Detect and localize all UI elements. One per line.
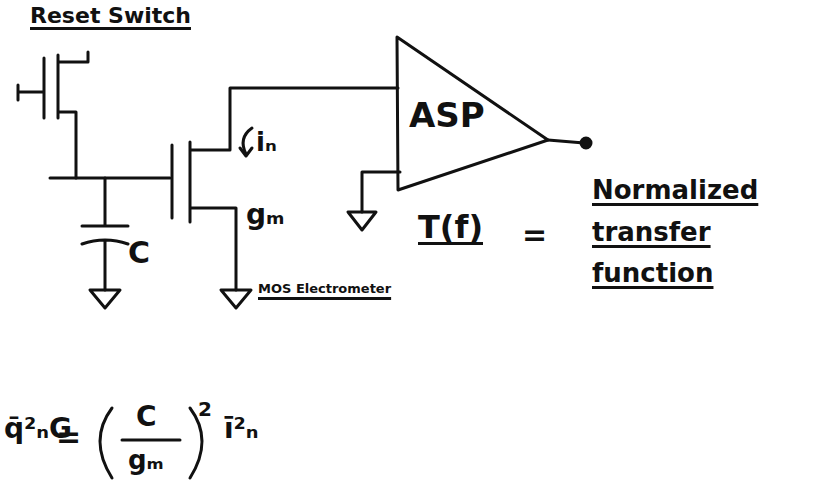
- output-wire: [548, 140, 584, 143]
- equation-term: ī²ₙ: [224, 414, 259, 445]
- amp-input-wire: [362, 172, 400, 212]
- equals-sign: =: [56, 420, 81, 453]
- electrometer-gate: [171, 145, 174, 218]
- reset-channel: [58, 52, 88, 178]
- part-name: Reset Switch: [30, 4, 191, 28]
- transconductance-label: gₘ: [246, 200, 285, 231]
- capacitor-label: C: [128, 236, 150, 269]
- current-label: iₙ: [256, 128, 277, 157]
- ground-symbol: [348, 212, 376, 230]
- output-dot: [581, 138, 591, 148]
- electrometer-channel: [190, 88, 398, 290]
- amplifier-label: ASP: [409, 97, 485, 134]
- paren: [100, 408, 112, 478]
- exponent: 2: [198, 398, 212, 420]
- function-name: T(f): [418, 210, 483, 245]
- gate-wire: [50, 177, 170, 180]
- ground-symbol: [90, 290, 120, 308]
- reset-gate: [18, 58, 44, 118]
- fraction-bar: [122, 439, 180, 442]
- ground-symbol: [221, 290, 251, 308]
- equals-sign: =: [522, 218, 547, 251]
- arrow-head: [240, 148, 252, 156]
- note: Normalized transfer function: [592, 170, 782, 295]
- capacitor-symbol: [82, 178, 128, 290]
- amplifier-triangle: ASP: [395, 35, 550, 193]
- equation-term: gₘ: [128, 446, 164, 475]
- equation-term: C: [136, 402, 157, 433]
- part-name: MOS Electrometer: [258, 282, 391, 296]
